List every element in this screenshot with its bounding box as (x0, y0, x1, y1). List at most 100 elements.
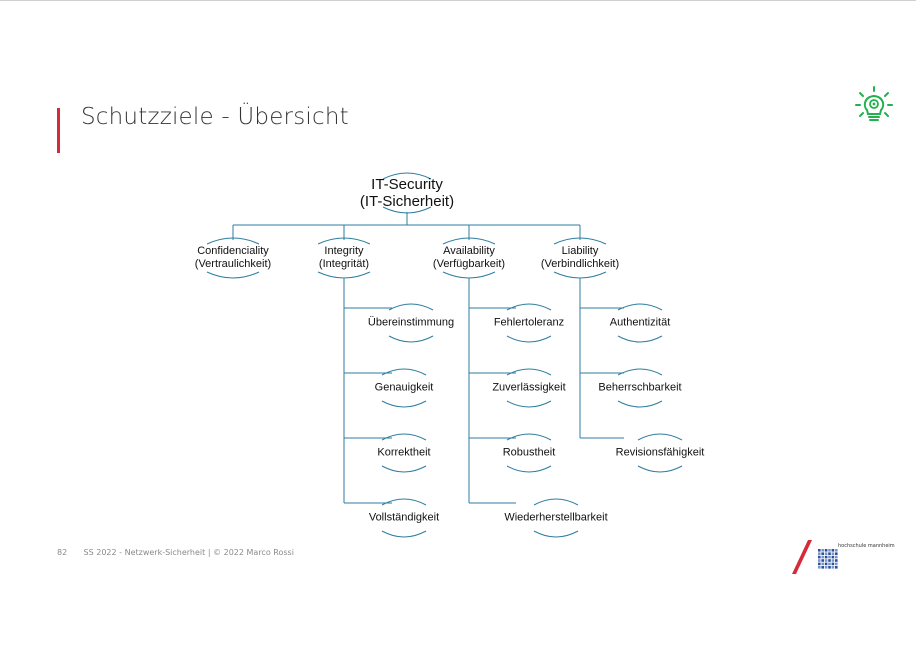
logo-grid-cell (831, 559, 835, 562)
logo-grid-cell (828, 549, 831, 552)
logo-grid-cell (821, 552, 824, 555)
lightbulb-gear-icon (855, 86, 893, 121)
node-bottom-arc (506, 400, 552, 408)
university-logo (792, 540, 838, 574)
logo-grid-cell (818, 559, 821, 562)
leaf-node: Fehlertoleranz (493, 316, 565, 329)
node-bottom-arc (506, 465, 552, 473)
branch-label-en: Availability (443, 245, 495, 257)
logo-grid-cell (818, 555, 821, 559)
node-top-arc (442, 237, 496, 245)
node-top-arc (637, 433, 683, 441)
footer-text: SS 2022 - Netzwerk-Sicherheit | © 2022 M… (83, 548, 294, 557)
node-bottom-arc (617, 400, 663, 408)
node-bottom-arc (637, 465, 683, 473)
leaf-node: Genauigkeit (374, 381, 434, 394)
node-bottom-arc (381, 400, 427, 408)
leaf-node: Revisionsfähigkeit (615, 446, 705, 459)
node-top-arc (506, 303, 552, 311)
node-top-arc (553, 237, 607, 245)
branch-node-liability: Liability (Verbindlichkeit) (541, 245, 619, 271)
logo-grid-cell (831, 555, 835, 559)
leaf-node: Wiederherstellbarkeit (504, 511, 608, 524)
slide-footer: 82 SS 2022 - Netzwerk-Sicherheit | © 202… (57, 548, 294, 557)
branch-label-de: (Integrität) (318, 258, 370, 270)
branch-label-en: Liability (561, 245, 599, 257)
logo-grid-cell (835, 552, 838, 555)
node-bottom-arc (617, 335, 663, 343)
logo-grid-cell (828, 559, 831, 562)
logo-grid-cell (835, 559, 838, 562)
leaf-node: Beherrschbarkeit (598, 381, 682, 394)
branch-node-availability: Availability (Verfügbarkeit) (433, 245, 505, 271)
node-top-arc (206, 237, 260, 245)
node-bottom-arc (206, 271, 260, 279)
branch-node-integrity: Integrity (Integrität) (319, 245, 369, 271)
logo-grid-cell (824, 549, 828, 552)
leaf-node: Korrektheit (377, 446, 431, 459)
branch-label-en: Confidenciality (197, 245, 269, 257)
logo-grid-cell (818, 562, 821, 566)
node-bottom-arc (317, 271, 371, 279)
page-number: 82 (57, 548, 68, 557)
branch-label-de: (Verfügbarkeit) (432, 258, 506, 270)
node-top-arc (506, 368, 552, 376)
title-accent-bar (57, 108, 60, 153)
branch-label-en: Integrity (324, 245, 364, 257)
leaf-node: Robustheit (502, 446, 556, 459)
root-label-en: IT-Security (371, 176, 443, 193)
logo-grid-cell (831, 552, 835, 555)
slide-title: Schutzziele - Übersicht (81, 104, 349, 130)
node-top-arc (388, 303, 434, 311)
logo-grid-cell (824, 555, 828, 559)
node-top-arc (382, 172, 432, 180)
root-label-de: (IT-Sicherheit) (359, 193, 455, 210)
logo-grid-cell (824, 566, 828, 569)
top-border (0, 0, 916, 1)
logo-grid-cell (821, 566, 824, 569)
logo-grid-cell (831, 549, 835, 552)
logo-grid-cell (831, 566, 835, 569)
leaf-node: Zuverlässigkeit (492, 381, 566, 394)
logo-grid-cell (818, 552, 821, 555)
logo-grid-cell (835, 562, 838, 566)
leaf-node: Authentizität (609, 316, 671, 329)
node-bottom-arc (388, 335, 434, 343)
node-top-arc (381, 498, 427, 506)
logo-grid-cell (835, 566, 838, 569)
logo-grid-cell (835, 549, 838, 552)
node-bottom-arc (381, 465, 427, 473)
logo-grid-cell (824, 552, 828, 555)
logo-grid-cell (828, 562, 831, 566)
node-top-arc (381, 433, 427, 441)
leaf-node: Vollständigkeit (368, 511, 440, 524)
logo-grid-cell (821, 555, 824, 559)
logo-grid-cell (828, 566, 831, 569)
branch-label-de: (Verbindlichkeit) (540, 258, 620, 270)
node-bottom-arc (381, 530, 427, 538)
logo-grid-cell (818, 566, 821, 569)
node-top-arc (317, 237, 371, 245)
branch-label-de: (Vertraulichkeit) (194, 258, 272, 270)
node-top-arc (617, 303, 663, 311)
logo-grid-cell (828, 552, 831, 555)
node-top-arc (617, 368, 663, 376)
node-top-arc (381, 368, 427, 376)
node-bottom-arc (382, 206, 432, 214)
leaf-node: Übereinstimmung (367, 316, 455, 329)
logo-grid-cell (824, 562, 828, 566)
root-node: IT-Security (IT-Sicherheit) (360, 176, 454, 210)
node-top-arc (533, 498, 579, 506)
node-bottom-arc (442, 271, 496, 279)
logo-grid-cell (835, 555, 838, 559)
branch-node-confidentiality: Confidenciality (Vertraulichkeit) (195, 245, 271, 271)
logo-grid-cell (824, 559, 828, 562)
node-top-arc (506, 433, 552, 441)
logo-grid-cell (828, 555, 831, 559)
logo-grid-cell (821, 549, 824, 552)
logo-grid-cell (818, 549, 821, 552)
logo-grid-cell (821, 562, 824, 566)
logo-text: hochschule mannheim (838, 543, 895, 549)
node-bottom-arc (553, 271, 607, 279)
